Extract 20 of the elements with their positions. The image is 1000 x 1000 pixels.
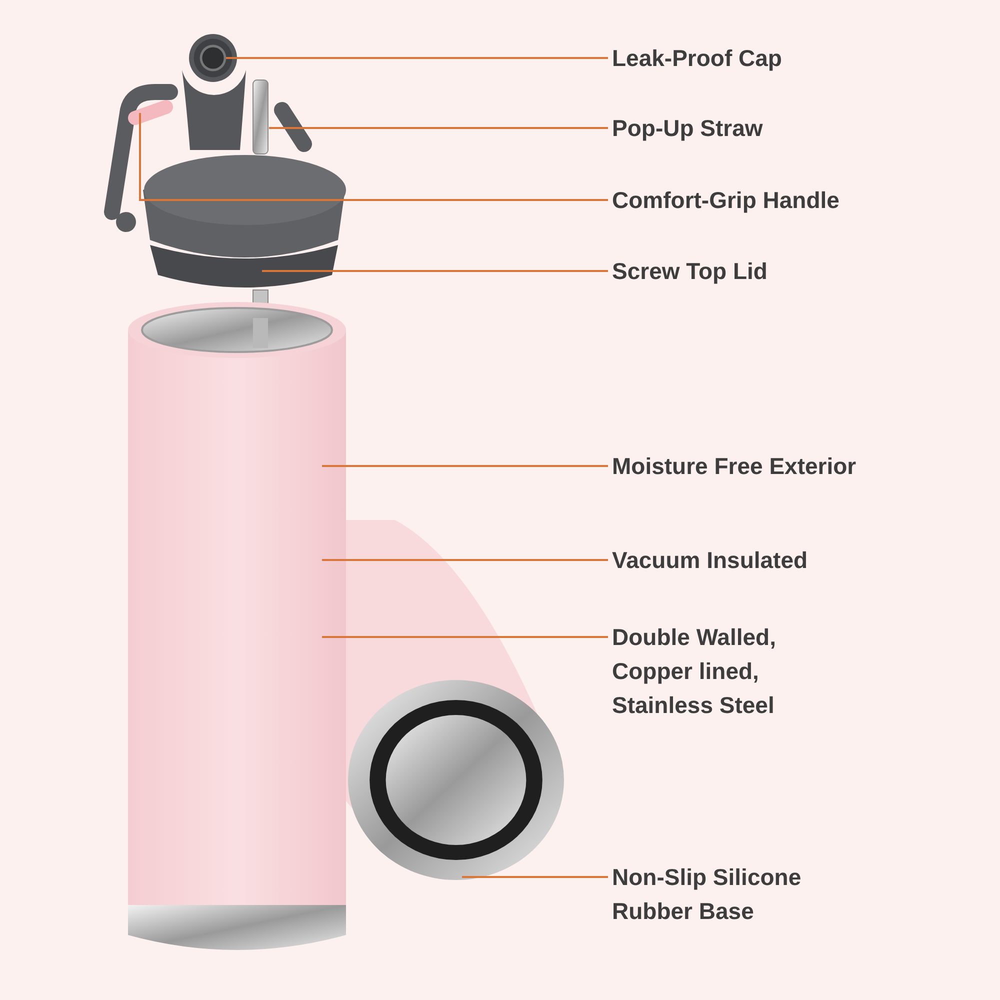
leader-line (462, 876, 608, 878)
part-label: Non-Slip Silicone Rubber Base (612, 860, 852, 928)
part-label: Double Walled, Copper lined, Stainless Steel (612, 620, 812, 722)
bottle-base-drawing (348, 680, 564, 880)
part-label: Moisture Free Exterior (612, 449, 856, 483)
leader-line (226, 57, 608, 59)
part-label: Pop-Up Straw (612, 111, 763, 145)
leader-line (322, 465, 608, 467)
part-label: Vacuum Insulated (612, 543, 808, 577)
leader-line (262, 270, 608, 272)
leader-line (139, 113, 608, 201)
part-label: Comfort-Grip Handle (612, 183, 840, 217)
leader-line (322, 559, 608, 561)
handle-drawing (104, 84, 312, 232)
straw-drawing (252, 80, 268, 154)
lid-drawing (143, 155, 346, 288)
part-label: Leak-Proof Cap (612, 41, 782, 75)
leader-line (322, 636, 608, 638)
part-label: Screw Top Lid (612, 254, 768, 288)
cap-opening-drawing (182, 34, 246, 150)
